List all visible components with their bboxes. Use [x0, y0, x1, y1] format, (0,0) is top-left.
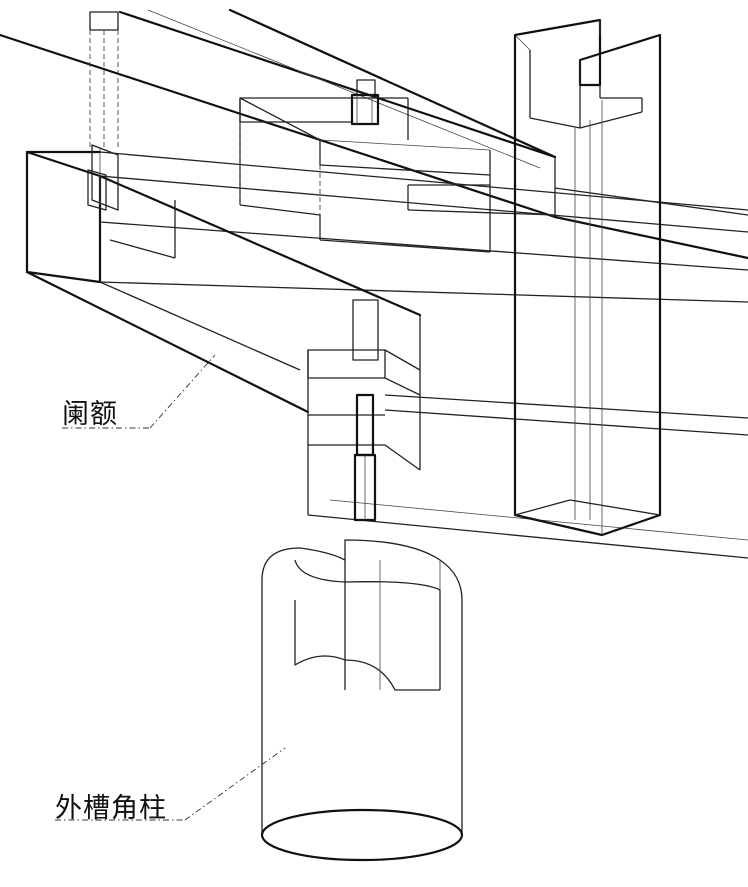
leader-lines — [55, 354, 286, 821]
left-beam-tenon — [87, 144, 119, 211]
tall-corner-column — [513, 18, 662, 537]
label-wai-cao-jiao-zhu: 外槽角柱 — [55, 793, 167, 824]
central-lap-joint-block — [239, 97, 556, 253]
top-small-tenon — [89, 11, 119, 150]
lan-e-beam — [25, 150, 748, 414]
wai-cao-jiao-zhu-column — [260, 539, 464, 862]
upper-long-beam — [0, 8, 748, 260]
central-pin — [350, 79, 380, 126]
vertical-post-joint — [307, 299, 748, 559]
label-lan-e: 阑额 — [62, 399, 118, 430]
